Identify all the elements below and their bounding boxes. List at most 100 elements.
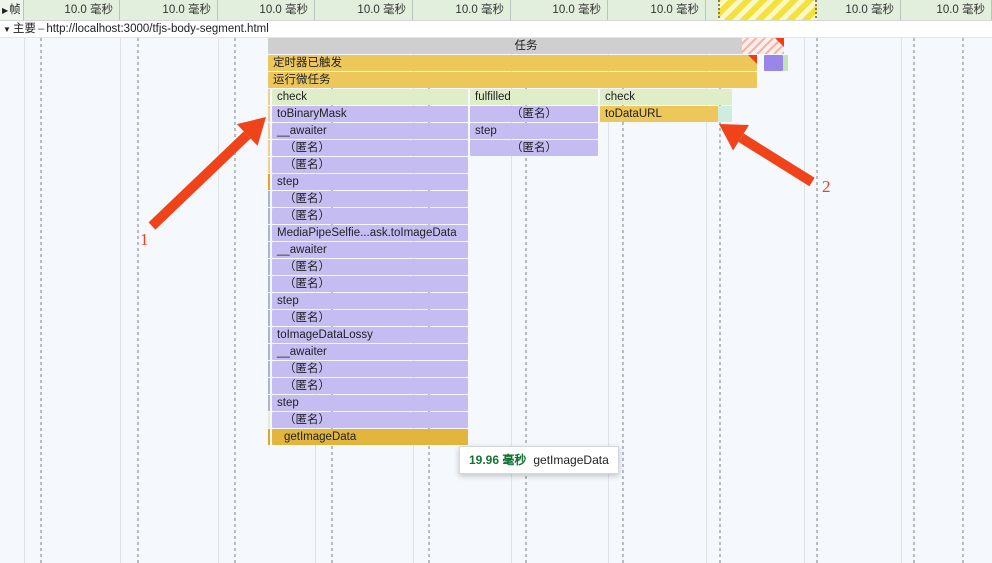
flame-bar[interactable]: toDataURL bbox=[600, 106, 718, 122]
annotation-number-1: 1 bbox=[140, 230, 149, 249]
main-track-label: 主要 bbox=[12, 23, 36, 35]
bar-accent-tick bbox=[268, 242, 270, 258]
tooltip-event-name: getImageData bbox=[533, 453, 609, 467]
gridline-dotted-7 bbox=[719, 38, 721, 563]
flame-bar[interactable]: fulfilled bbox=[470, 89, 598, 105]
triangle-right-icon[interactable]: ▶ bbox=[2, 6, 9, 15]
bar-accent-tick bbox=[268, 123, 270, 139]
flame-bar-blank[interactable] bbox=[783, 55, 788, 71]
flame-bar[interactable]: （匿名） bbox=[272, 378, 468, 394]
flame-bar[interactable]: __awaiter bbox=[272, 123, 468, 139]
warning-corner-icon-0[interactable] bbox=[775, 38, 784, 47]
arrow-head-1 bbox=[236, 117, 266, 146]
ruler-tick-3: 10.0 毫秒 bbox=[315, 0, 413, 20]
bar-accent-tick bbox=[268, 106, 270, 122]
gridline-dotted-10 bbox=[962, 38, 964, 563]
gridline-dotted-9 bbox=[913, 38, 915, 563]
gridline-solid-2 bbox=[218, 38, 219, 563]
gridline-solid-8 bbox=[804, 38, 805, 563]
frames-track-label: 帧 bbox=[9, 4, 21, 16]
flame-bar[interactable]: （匿名） bbox=[272, 276, 468, 292]
gridline-solid-0 bbox=[24, 38, 25, 563]
bar-accent-tick bbox=[268, 378, 270, 394]
flame-bar[interactable]: step bbox=[470, 123, 598, 139]
bar-accent-tick bbox=[268, 225, 270, 241]
flame-bar[interactable]: 运行微任务 bbox=[268, 72, 757, 88]
triangle-down-icon[interactable]: ▼ bbox=[3, 25, 11, 34]
warning-corner-icon-1[interactable] bbox=[748, 55, 757, 64]
gridline-solid-6 bbox=[608, 38, 609, 563]
bar-accent-tick bbox=[268, 208, 270, 224]
main-track-separator: – bbox=[37, 23, 45, 35]
ruler-tick-5: 10.0 毫秒 bbox=[511, 0, 608, 20]
flame-bar[interactable]: （匿名） bbox=[470, 140, 598, 156]
flame-bar[interactable]: __awaiter bbox=[272, 344, 468, 360]
flame-bar[interactable]: 定时器已触发 bbox=[268, 55, 757, 71]
ruler-tick-8: 10.0 毫秒 bbox=[804, 0, 901, 20]
flame-bar[interactable]: 任务 bbox=[268, 38, 784, 54]
flame-bar[interactable]: __awaiter bbox=[272, 242, 468, 258]
flame-bar[interactable]: check bbox=[600, 89, 732, 105]
ruler-tick-7: 10.0 毫秒 bbox=[706, 0, 804, 20]
flame-bar[interactable]: （匿名） bbox=[272, 208, 468, 224]
flame-bar[interactable]: step bbox=[272, 174, 468, 190]
flame-bar[interactable]: （匿名） bbox=[470, 106, 598, 122]
main-track-url: http://localhost:3000/tfjs-body-segment.… bbox=[46, 23, 269, 35]
bar-accent-tick bbox=[268, 361, 270, 377]
flame-bar[interactable]: check bbox=[272, 89, 468, 105]
ruler-tick-0: 10.0 毫秒 bbox=[24, 0, 120, 20]
gridline-solid-1 bbox=[120, 38, 121, 563]
bar-accent-tick bbox=[268, 412, 270, 428]
bar-accent-tick bbox=[268, 293, 270, 309]
frames-track-header[interactable]: ▶帧 bbox=[0, 0, 24, 20]
flame-bar[interactable]: （匿名） bbox=[272, 191, 468, 207]
bar-accent-tick bbox=[268, 157, 270, 173]
tooltip-duration: 19.96 毫秒 bbox=[469, 453, 527, 467]
gridline-dotted-8 bbox=[816, 38, 818, 563]
bar-accent-tick bbox=[268, 429, 270, 445]
flame-bar[interactable]: step bbox=[272, 395, 468, 411]
arrow-head-2 bbox=[719, 124, 749, 151]
event-tooltip: 19.96 毫秒 getImageData bbox=[459, 446, 619, 474]
bar-accent-tick bbox=[268, 395, 270, 411]
main-track-header[interactable]: ▼主要–http://localhost:3000/tfjs-body-segm… bbox=[0, 21, 992, 38]
annotation-number-2: 2 bbox=[822, 177, 831, 196]
flame-bar[interactable]: （匿名） bbox=[272, 259, 468, 275]
flame-bar[interactable]: getImageData bbox=[272, 429, 468, 445]
bar-accent-tick bbox=[268, 344, 270, 360]
bar-accent-tick bbox=[268, 310, 270, 326]
gridline-dotted-0 bbox=[40, 38, 42, 563]
flame-bar[interactable]: step bbox=[272, 293, 468, 309]
flame-bar[interactable]: MediaPipeSelfie...ask.toImageData bbox=[272, 225, 468, 241]
ruler-tick-4: 10.0 毫秒 bbox=[413, 0, 511, 20]
bar-accent-tick bbox=[268, 327, 270, 343]
ruler-tick-6: 10.0 毫秒 bbox=[608, 0, 706, 20]
flame-bar[interactable]: （匿名） bbox=[272, 140, 468, 156]
bar-accent-tick bbox=[268, 276, 270, 292]
ruler-tick-1: 10.0 毫秒 bbox=[120, 0, 218, 20]
flame-bar-blank[interactable] bbox=[764, 55, 783, 71]
gridline-solid-5 bbox=[511, 38, 512, 563]
long-task-hatch bbox=[742, 38, 784, 54]
flame-bar[interactable]: toBinaryMask bbox=[272, 106, 468, 122]
gridline-dotted-1 bbox=[137, 38, 139, 563]
gridline-solid-7 bbox=[706, 38, 707, 563]
flame-bar[interactable]: （匿名） bbox=[272, 361, 468, 377]
flame-bar[interactable]: （匿名） bbox=[272, 412, 468, 428]
gridline-dotted-2 bbox=[234, 38, 236, 563]
flame-bar-blank[interactable] bbox=[718, 106, 732, 122]
ruler-tick-9: 10.0 毫秒 bbox=[901, 0, 992, 20]
bar-accent-tick bbox=[268, 89, 270, 105]
flame-bar[interactable]: （匿名） bbox=[272, 310, 468, 326]
gridline-solid-9 bbox=[901, 38, 902, 563]
flame-bar[interactable]: toImageDataLossy bbox=[272, 327, 468, 343]
bar-accent-tick bbox=[268, 174, 270, 190]
flame-bar[interactable]: （匿名） bbox=[272, 157, 468, 173]
gridline-dotted-6 bbox=[622, 38, 624, 563]
bar-accent-tick bbox=[268, 140, 270, 156]
ruler-tick-2: 10.0 毫秒 bbox=[218, 0, 315, 20]
gridline-dotted-5 bbox=[525, 38, 527, 563]
